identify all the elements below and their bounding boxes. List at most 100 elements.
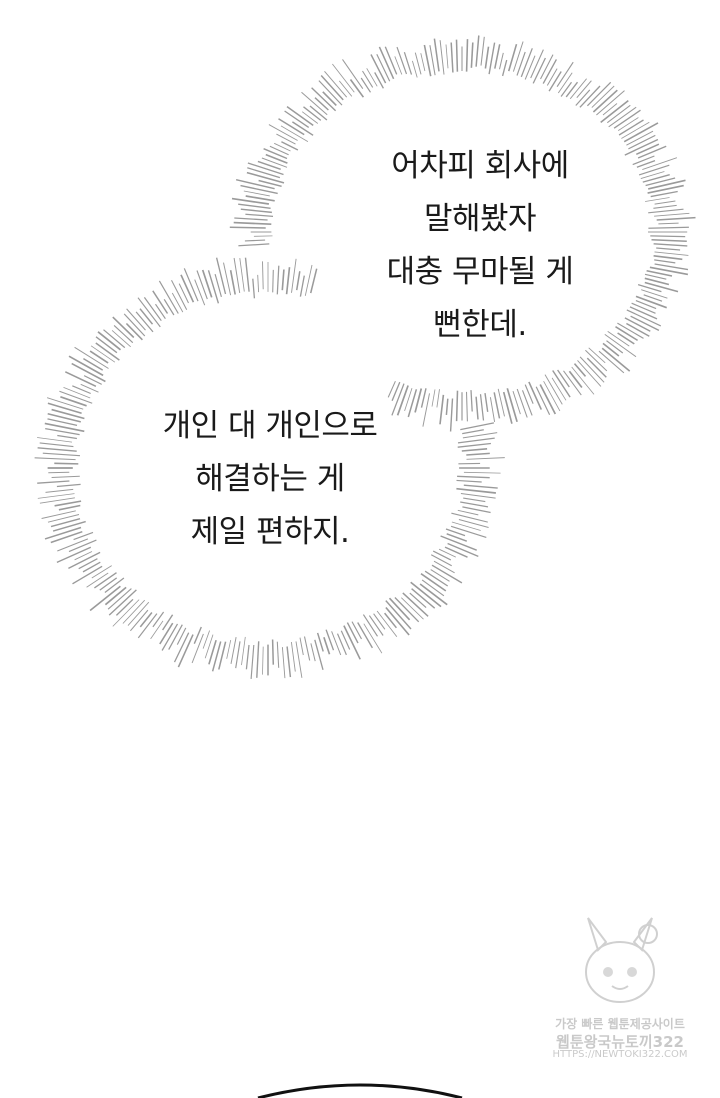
emphasis-line [46, 397, 84, 410]
emphasis-line [560, 81, 572, 97]
emphasis-line [606, 104, 631, 124]
emphasis-line [654, 259, 676, 264]
emphasis-line [414, 388, 423, 413]
emphasis-line [653, 254, 683, 261]
emphasis-line [650, 190, 678, 198]
emphasis-line [176, 627, 187, 645]
emphasis-line [45, 488, 74, 493]
emphasis-line [349, 79, 365, 98]
emphasis-line [91, 565, 112, 579]
emphasis-line [430, 569, 450, 582]
emphasis-line [316, 632, 324, 652]
emphasis-line [585, 349, 608, 372]
emphasis-line [309, 105, 328, 121]
emphasis-line [74, 346, 109, 369]
emphasis-line [617, 117, 639, 131]
emphasis-line [37, 480, 70, 484]
emphasis-line [604, 333, 637, 358]
emphasis-line [39, 497, 75, 504]
emphasis-line [451, 521, 481, 531]
emphasis-line [636, 159, 656, 168]
emphasis-line [235, 178, 275, 190]
emphasis-line [410, 581, 442, 608]
emphasis-line [654, 251, 689, 256]
emphasis-line [256, 641, 260, 678]
emphasis-line [502, 391, 513, 424]
emphasis-line [636, 143, 660, 155]
emphasis-line [301, 91, 328, 116]
emphasis-line [457, 475, 490, 479]
emphasis-line [281, 141, 299, 151]
emphasis-line [516, 51, 526, 76]
emphasis-line [396, 385, 409, 416]
emphasis-line [177, 634, 194, 668]
emphasis-line [342, 59, 364, 89]
emphasis-line [444, 546, 468, 558]
emphasis-line [295, 271, 301, 291]
emphasis-line [111, 330, 131, 348]
emphasis-line [245, 195, 275, 202]
emphasis-line [311, 87, 337, 112]
emphasis-line [391, 381, 401, 402]
emphasis-line [439, 40, 445, 75]
emphasis-line [240, 184, 278, 195]
emphasis-line [240, 208, 272, 214]
emphasis-line [47, 418, 78, 427]
emphasis-line [171, 292, 184, 313]
emphasis-line [556, 61, 574, 88]
emphasis-line [244, 239, 266, 242]
emphasis-line [286, 646, 292, 678]
emphasis-line [97, 331, 122, 351]
emphasis-line [201, 269, 213, 298]
emphasis-line [602, 103, 618, 116]
emphasis-line [239, 258, 245, 292]
emphasis-line [68, 539, 97, 553]
emphasis-line [632, 155, 655, 166]
emphasis-line [41, 510, 76, 519]
emphasis-line [457, 509, 479, 516]
emphasis-line [325, 629, 335, 651]
emphasis-line [94, 572, 117, 589]
emphasis-line [414, 52, 422, 75]
emphasis-line [654, 212, 690, 217]
emphasis-line [455, 39, 459, 72]
emphasis-line [68, 551, 101, 570]
emphasis-line [252, 278, 256, 299]
emphasis-line [56, 483, 81, 488]
watermark-url: HTTPS://NEWTOKI322.COM [552, 1049, 688, 1060]
emphasis-line [374, 72, 385, 89]
emphasis-line [608, 106, 637, 128]
emphasis-line [72, 385, 91, 395]
emphasis-line [470, 42, 474, 68]
emphasis-line [83, 375, 102, 385]
emphasis-line [233, 221, 272, 226]
emphasis-line [552, 370, 571, 398]
emphasis-line [484, 46, 490, 69]
emphasis-line [231, 197, 270, 205]
emphasis-line [127, 601, 150, 626]
emphasis-line [276, 265, 280, 295]
emphasis-line [271, 639, 275, 665]
emphasis-line [196, 270, 208, 300]
emphasis-line [532, 57, 546, 84]
emphasis-line [445, 398, 449, 415]
emphasis-line [318, 80, 343, 106]
emphasis-line [635, 295, 667, 309]
emphasis-line [479, 394, 485, 421]
emphasis-line [104, 586, 127, 606]
emphasis-line [244, 257, 250, 292]
emphasis-line [44, 422, 85, 433]
emphasis-line [104, 577, 125, 593]
emphasis-line [497, 388, 505, 417]
emphasis-line [54, 500, 82, 507]
emphasis-line [139, 612, 153, 628]
emphasis-line [384, 612, 397, 629]
emphasis-line [617, 322, 644, 339]
emphasis-line [623, 122, 659, 143]
emphasis-line [50, 518, 81, 528]
emphasis-line [394, 597, 420, 623]
emphasis-line [647, 184, 684, 194]
emphasis-line [64, 371, 97, 388]
emphasis-line [530, 49, 544, 79]
emphasis-line [463, 484, 498, 489]
